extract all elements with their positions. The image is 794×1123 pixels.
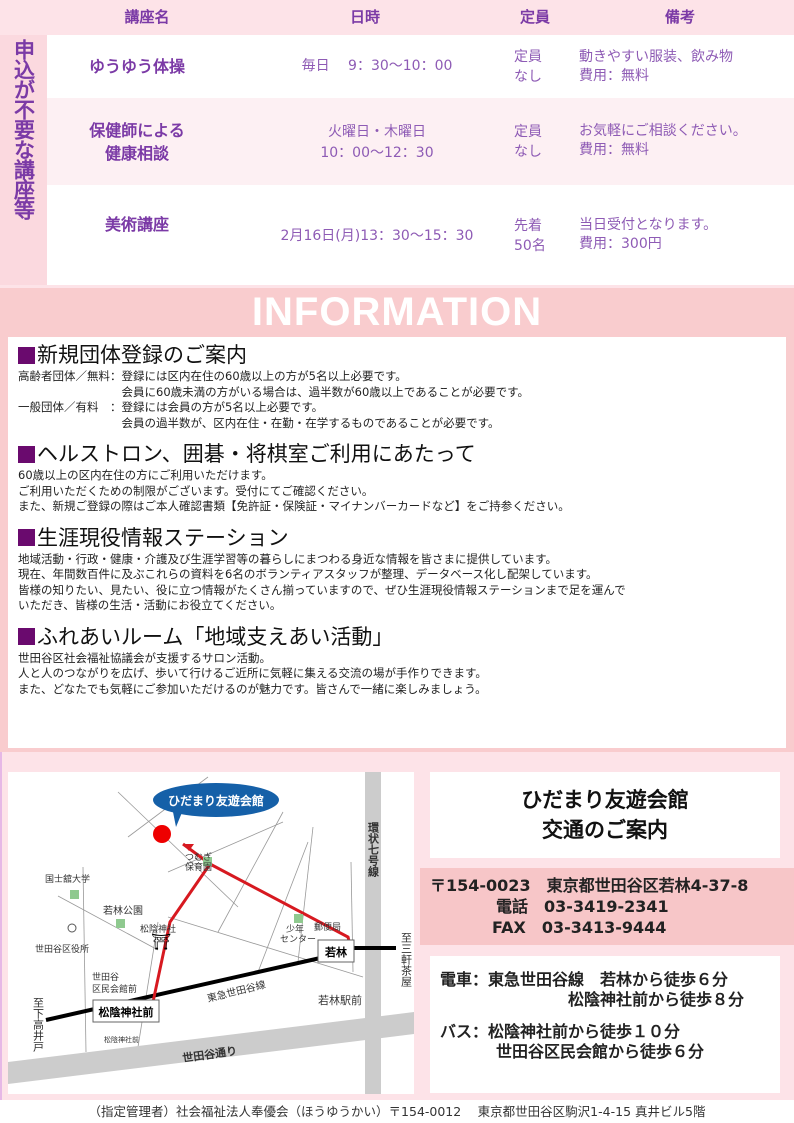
phone-label: 電話	[496, 897, 529, 916]
svg-text:世田谷: 世田谷	[92, 971, 119, 983]
svg-text:松陰神社: 松陰神社	[140, 923, 176, 935]
course-datetime: 2月16日(月)13：30〜15：30	[280, 228, 474, 244]
access-title: ひだまり友遊会館交通のご案内	[430, 772, 780, 858]
bullet-square-icon	[18, 445, 35, 463]
course-capacity: 定員なし	[514, 124, 542, 160]
svg-text:少年: 少年	[286, 923, 304, 935]
course-notes: 当日受付となります。費用：300円	[579, 217, 718, 252]
tokyu-line	[45, 952, 339, 1022]
info-section: 生涯現役情報ステーション地域活動・行政・健康・介護及び生涯学習等の暮らしにまつわ…	[18, 525, 626, 612]
bullet-square-icon	[18, 628, 35, 645]
course-name: ゆうゆう体操	[88, 57, 185, 76]
svg-text:至三軒茶屋: 至三軒茶屋	[400, 932, 413, 988]
svg-text:松陰神社前: 松陰神社前	[104, 1035, 139, 1044]
header-datetime: 日時	[349, 8, 380, 26]
information-title: INFORMATION	[251, 290, 543, 334]
fax-label: FAX	[492, 918, 526, 937]
bullet-square-icon	[18, 346, 35, 364]
kan7-road	[365, 772, 381, 1094]
header-course: 講座名	[124, 8, 170, 26]
phone-number: 03-3419-2341	[544, 897, 669, 916]
bullet-square-icon	[18, 529, 35, 546]
setagaya-dori-road	[8, 1012, 414, 1084]
minor-roads	[57, 776, 364, 1053]
svg-text:世田谷区役所: 世田谷区役所	[35, 943, 89, 955]
svg-text:つむぎ: つむぎ	[185, 851, 212, 863]
route-line	[151, 862, 355, 1003]
header-capacity: 定員	[519, 8, 550, 26]
destination-callout	[153, 783, 279, 817]
course-name: 保健師による健康相談	[89, 121, 185, 163]
svg-text:区民会館前: 区民会館前	[92, 983, 137, 995]
course-notes: お気軽にご相談ください。費用：無料	[579, 123, 747, 158]
information-box: 新規団体登録のご案内高齢者団体／無料：登録には区内在住の60歳以上の方が5名以上…	[8, 337, 786, 748]
table-row: ゆうゆう体操 毎日 9：30〜10：00 定員なし 動きやすい服装、飲み物費用：…	[47, 35, 794, 98]
svg-text:ひだまり友遊会館: ひだまり友遊会館	[168, 793, 264, 808]
svg-text:保育園: 保育園	[185, 861, 212, 873]
transit-directions: 電車：東急世田谷線 若林から徒歩６分 松陰神社前から徒歩８分 バス：松陰神社前か…	[430, 956, 780, 1093]
svg-text:松陰神社前: 松陰神社前	[99, 1005, 154, 1019]
destination-marker-icon	[153, 825, 171, 843]
svg-text:至下高井戸: 至下高井戸	[32, 997, 45, 1053]
svg-text:若林公園: 若林公園	[103, 904, 143, 917]
course-capacity: 定員なし	[514, 49, 542, 85]
ward-office-icon	[67, 923, 77, 933]
footer-operator: （指定管理者）社会福祉法人奉優会（ほうゆうかい）〒154-0012 東京都世田谷…	[88, 1104, 706, 1119]
courses-table: 講座名 日時 定員 備考 申込が不要な講座等 ゆうゆう体操 毎日 9：30〜10…	[0, 0, 794, 288]
course-datetime: 毎日 9：30〜10：00	[301, 58, 453, 74]
svg-text:若林: 若林	[325, 945, 347, 959]
info-section: ふれあいルーム「地域支えあい活動」世田谷区社会福祉協議会が支援するサロン活動。 …	[18, 624, 487, 696]
header-notes: 備考	[664, 8, 695, 26]
fax-number: 03-3413-9444	[541, 918, 667, 937]
torii-icon: ⛩	[151, 932, 171, 951]
svg-text:国士舘大学: 国士舘大学	[45, 873, 90, 885]
post-office-label: 郵便局	[314, 921, 341, 933]
side-label: 申込が不要な講座等	[0, 35, 47, 285]
course-notes: 動きやすい服装、飲み物費用：無料	[579, 49, 733, 84]
contact-info: 〒154-0023 東京都世田谷区若林4-37-8 電話 03-3419-234…	[420, 868, 794, 945]
svg-text:若林駅前: 若林駅前	[318, 993, 362, 1007]
course-name: 美術講座	[104, 215, 169, 234]
svg-text:センター: センター	[280, 934, 316, 945]
info-section: 新規団体登録のご案内高齢者団体／無料：登録には区内在住の60歳以上の方が5名以上…	[18, 343, 529, 430]
svg-text:環状七号線: 環状七号線	[367, 822, 380, 878]
address: 〒154-0023 東京都世田谷区若林4-37-8	[430, 876, 749, 895]
